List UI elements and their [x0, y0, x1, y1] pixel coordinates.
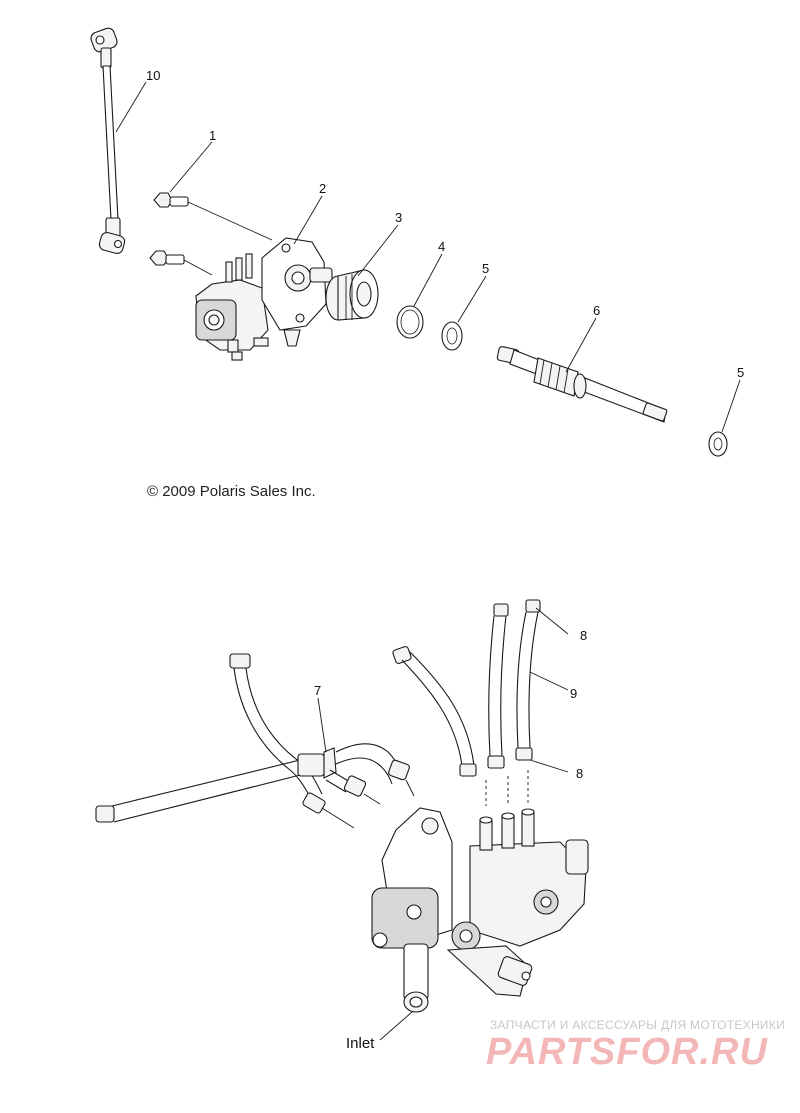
watermark-logo: PARTSFOR.RU: [486, 1031, 768, 1073]
callout-2: 2: [319, 181, 326, 196]
copyright-notice: © 2009 Polaris Sales Inc.: [147, 483, 316, 500]
callout-4: 4: [438, 239, 445, 254]
part-3-bushing: [325, 269, 379, 321]
callout-5-b: 5: [737, 365, 744, 380]
callout-6: 6: [593, 303, 600, 318]
part-inlet-hoses: [95, 653, 415, 829]
oil-pump-body-bottom: [371, 807, 589, 1013]
watermark-tagline: ЗАПЧАСТИ И АКСЕССУАРЫ ДЛЯ МОТОТЕХНИКИ: [490, 1018, 786, 1032]
part-6-drive-shaft: [496, 346, 668, 423]
part-10-cable: [90, 27, 126, 255]
part-5-washer-b: [708, 431, 728, 457]
part-9-hoses: [392, 599, 541, 806]
inlet-label: Inlet: [346, 1035, 375, 1052]
callout-7: 7: [314, 683, 321, 698]
top-leader-lines: [115, 81, 741, 433]
part-4-o-ring: [396, 305, 424, 339]
part-1-bolts: [149, 192, 273, 276]
callout-9: 9: [570, 686, 577, 701]
part-5-washer-a: [441, 321, 463, 351]
callout-8-a: 8: [580, 628, 587, 643]
callout-5-a: 5: [482, 261, 489, 276]
bottom-leader-lines: [317, 607, 569, 1041]
callout-8-b: 8: [576, 766, 583, 781]
callout-10: 10: [146, 68, 160, 83]
part-2-oil-pump: [195, 237, 333, 361]
callout-1: 1: [209, 128, 216, 143]
callout-3: 3: [395, 210, 402, 225]
